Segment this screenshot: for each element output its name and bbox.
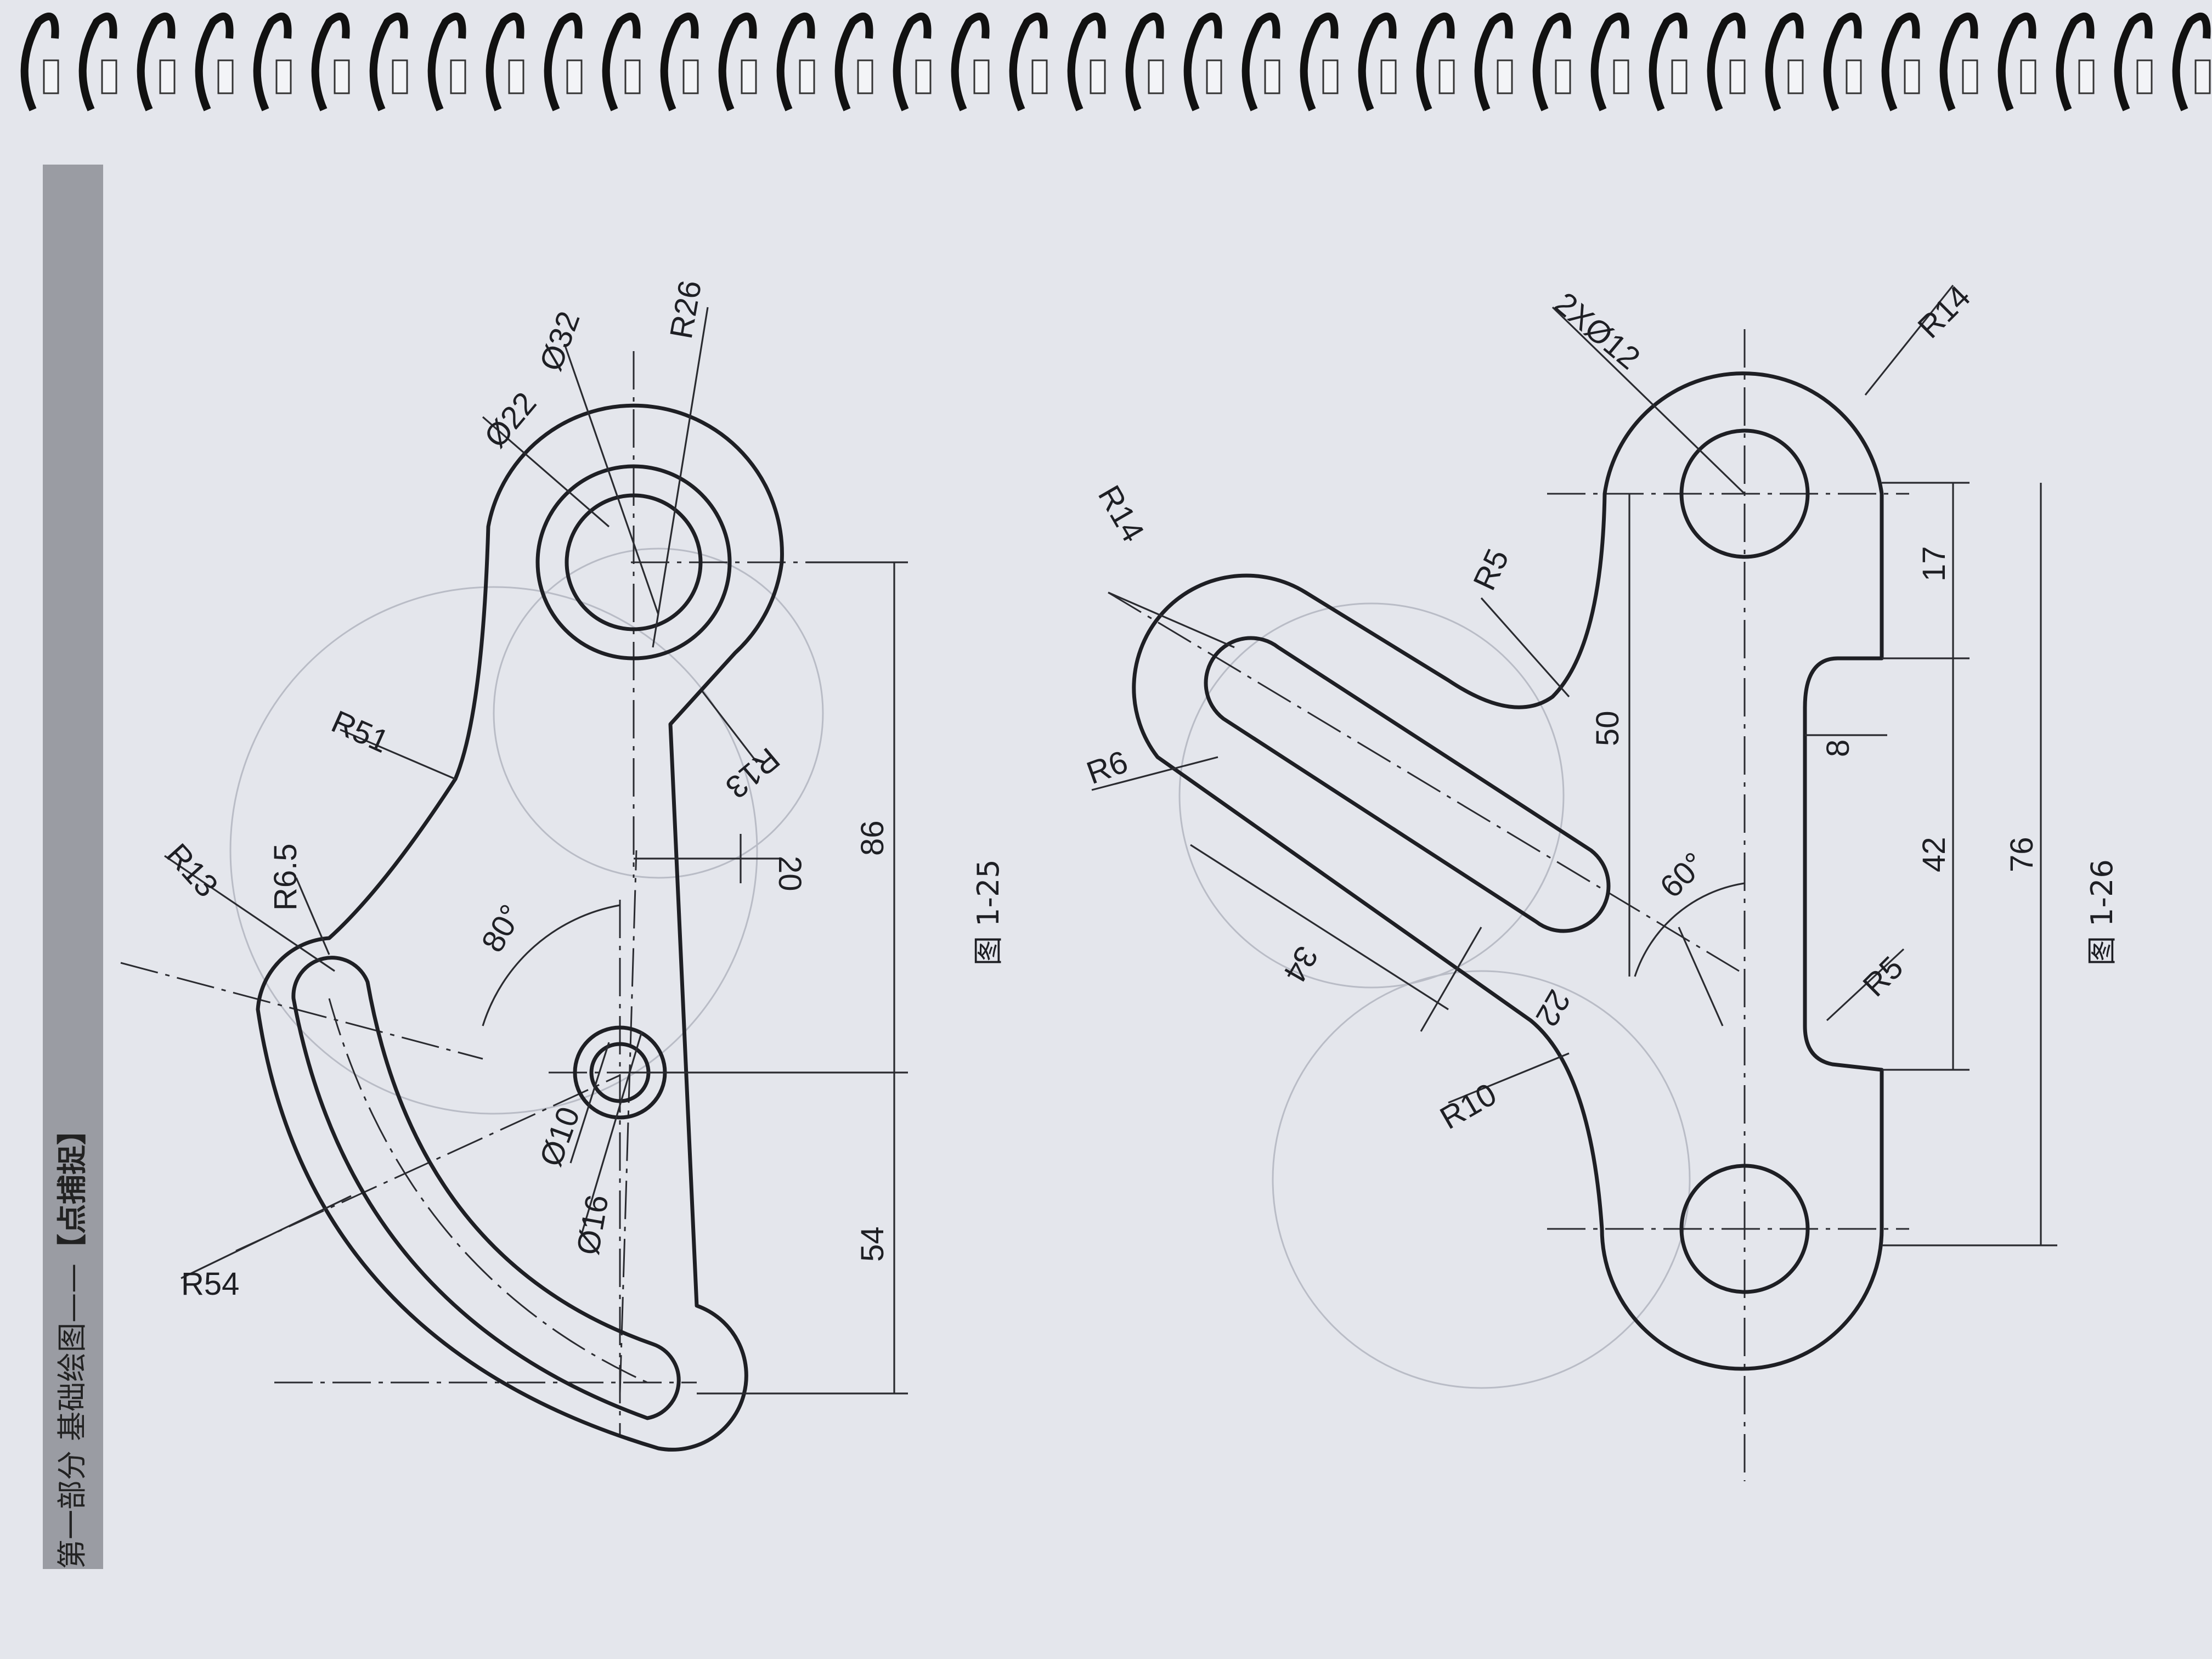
binding-hole xyxy=(43,59,59,94)
binding-hole xyxy=(1322,59,1339,94)
slot xyxy=(1204,636,1611,933)
binding-hole xyxy=(2078,59,2095,94)
binding-hole xyxy=(1671,59,1688,94)
header-section: 第一部分 基础绘图—— xyxy=(55,1263,89,1569)
binding-hole xyxy=(799,59,815,94)
spiral-loop xyxy=(893,13,932,111)
spiral-loop xyxy=(2056,13,2095,111)
spiral-loop xyxy=(1067,13,1106,111)
binding-hole xyxy=(1090,59,1106,94)
spiral-binding xyxy=(20,13,2211,111)
spiral-loop xyxy=(776,13,815,111)
spiral-loop xyxy=(1358,13,1397,111)
spiral-loop xyxy=(951,13,990,111)
binding-hole xyxy=(857,59,873,94)
label-dim-76: 76 xyxy=(2004,837,2040,872)
spiral-loop xyxy=(1649,13,1688,111)
binding-hole xyxy=(392,59,408,94)
spiral-loop xyxy=(1474,13,1513,111)
spiral-loop xyxy=(20,13,59,111)
binding-hole xyxy=(915,59,932,94)
binding-hole xyxy=(2194,59,2211,94)
spiral-loop xyxy=(1416,13,1455,111)
binding-hole xyxy=(2020,59,2036,94)
spiral-loop xyxy=(1881,13,1920,111)
spiral-loop xyxy=(137,13,176,111)
binding-hole xyxy=(450,59,466,94)
label-r6-5: R6.5 xyxy=(268,843,303,911)
label-r54: R54 xyxy=(181,1266,239,1302)
spiral-loop xyxy=(1997,13,2036,111)
binding-hole xyxy=(624,59,641,94)
binding-hole xyxy=(2136,59,2153,94)
spiral-loop xyxy=(253,13,292,111)
spiral-loop xyxy=(2114,13,2153,111)
binding-hole xyxy=(101,59,117,94)
part-outline-1-26 xyxy=(1132,371,1884,1371)
spiral-loop xyxy=(1300,13,1339,111)
spiral-loop xyxy=(544,13,583,111)
svg-text:第一部分 基础绘图——【点捕捉】: 第一部分 基础绘图——【点捕捉】 xyxy=(55,1115,89,1569)
spiral-loop xyxy=(1532,13,1571,111)
label-dim-8: 8 xyxy=(1820,740,1856,757)
binding-hole xyxy=(1438,59,1455,94)
caption-1-26: 图 1-26 xyxy=(2085,859,2119,966)
binding-hole xyxy=(973,59,990,94)
label-dim-20: 20 xyxy=(772,856,808,891)
binding-hole xyxy=(1962,59,1978,94)
spiral-loop xyxy=(1823,13,1862,111)
spiral-loop xyxy=(1939,13,1978,111)
spiral-loop xyxy=(486,13,524,111)
spiral-loop xyxy=(1183,13,1222,111)
label-dim-50: 50 xyxy=(1590,710,1626,746)
binding-hole xyxy=(1555,59,1571,94)
binding-hole xyxy=(1031,59,1048,94)
spiral-loop xyxy=(660,13,699,111)
spiral-loop xyxy=(1765,13,1804,111)
binding-hole xyxy=(1846,59,1862,94)
spiral-loop xyxy=(2172,13,2211,111)
binding-hole xyxy=(682,59,699,94)
spiral-loop xyxy=(427,13,466,111)
binding-hole xyxy=(1729,59,1746,94)
label-dim-54: 54 xyxy=(855,1226,890,1262)
binding-hole xyxy=(1497,59,1513,94)
spiral-loop xyxy=(602,13,641,111)
label-dim-42: 42 xyxy=(1916,837,1952,872)
binding-hole xyxy=(741,59,757,94)
header-topic: 【点捕捉】 xyxy=(55,1115,89,1263)
binding-hole xyxy=(159,59,176,94)
binding-hole xyxy=(1904,59,1920,94)
spiral-loop xyxy=(1009,13,1048,111)
spiral-loop xyxy=(718,13,757,111)
binding-hole xyxy=(508,59,524,94)
spiral-loop xyxy=(369,13,408,111)
spiral-loop xyxy=(311,13,350,111)
spiral-loop xyxy=(1707,13,1746,111)
binding-hole xyxy=(334,59,350,94)
binding-hole xyxy=(1787,59,1804,94)
binding-hole xyxy=(1613,59,1629,94)
arc-slot xyxy=(291,956,681,1420)
binding-hole xyxy=(1380,59,1397,94)
spiral-loop xyxy=(195,13,234,111)
spiral-loop xyxy=(78,13,117,111)
binding-hole xyxy=(1264,59,1280,94)
spiral-loop xyxy=(1242,13,1280,111)
spiral-loop xyxy=(1125,13,1164,111)
binding-hole xyxy=(1148,59,1164,94)
spiral-loop xyxy=(834,13,873,111)
binding-hole xyxy=(275,59,292,94)
binding-hole xyxy=(1206,59,1222,94)
caption-1-25: 图 1-25 xyxy=(971,859,1006,966)
spiral-loop xyxy=(1590,13,1629,111)
binding-hole xyxy=(566,59,583,94)
binding-hole xyxy=(217,59,234,94)
label-dim-86: 86 xyxy=(855,820,890,856)
page-header: 第一部分 基础绘图——【点捕捉】 xyxy=(43,165,103,1569)
label-dim-17: 17 xyxy=(1916,546,1952,582)
